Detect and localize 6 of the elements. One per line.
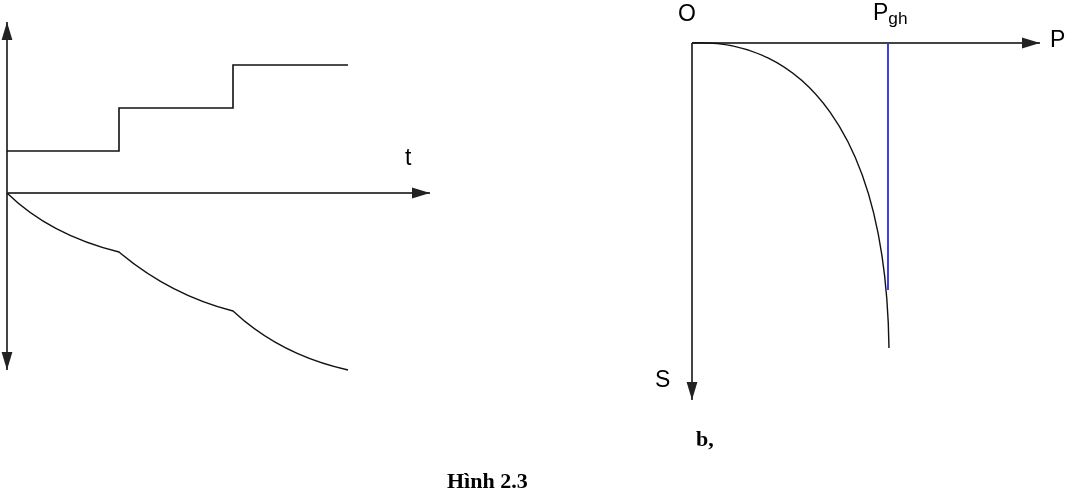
- axis-label: S: [655, 368, 671, 391]
- axis-label: P: [1050, 28, 1066, 51]
- axis-label: t: [405, 146, 412, 169]
- origin-label: O: [678, 2, 696, 25]
- panel-label: b,: [696, 428, 714, 450]
- figure-caption: Hình 2.3: [447, 470, 528, 492]
